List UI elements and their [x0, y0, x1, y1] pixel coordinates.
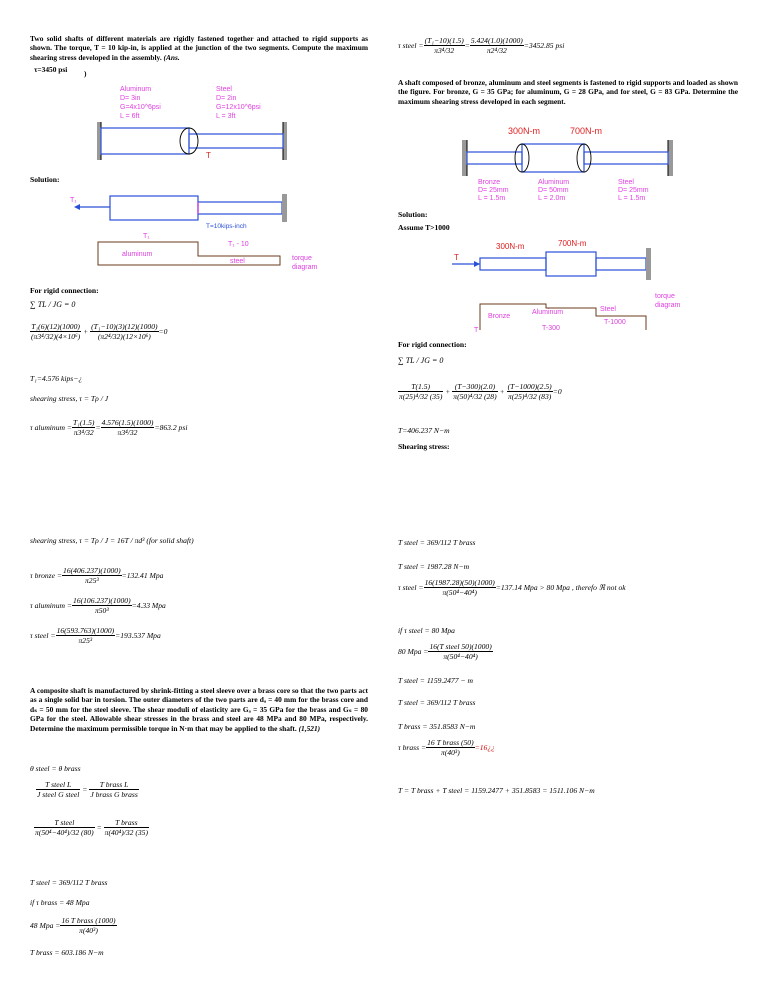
svg-text:Steel: Steel	[600, 306, 616, 313]
problem1-steel-eq: τ steel = (T₁−10)(1.5)π3⁴/32 = 5.424(1.0…	[398, 36, 565, 55]
svg-text:L = 2.0m: L = 2.0m	[538, 195, 565, 202]
svg-text:L = 1.5m: L = 1.5m	[618, 195, 645, 202]
problem3-if-brass: if τ brass = 48 Mpa	[30, 898, 90, 907]
problem3-tsteel: T steel = 369/112 T brass	[30, 878, 108, 887]
problem2-main-eq: T(1.5)π(25)⁴/32 (35) + (T−300)(2.0)π(50)…	[398, 382, 562, 401]
problem3-r-tsteel-val: T steel = 1987.28 N−m	[398, 562, 470, 571]
problem3-tbrass: T brass = 603.186 N−m	[30, 948, 104, 957]
problem1-statement: Two solid shafts of different materials …	[30, 34, 368, 62]
problem3-mpa48-eq: 48 Mpa = 16 T brass (1000)π(40³)	[30, 916, 117, 935]
svg-text:L = 1.5m: L = 1.5m	[478, 195, 505, 202]
problem2-shear-label: Shearing stress:	[398, 442, 450, 451]
fig1-steel-g: G=12x10^6psi	[216, 104, 261, 111]
problem2-figure: 300N-m 700N-m Bronze D= 25mm L = 1.5m Al…	[462, 126, 673, 202]
problem1-aluminum-eq: τ aluminum = T₁(1.5)π3⁴/32 = 4.576(1.5)(…	[30, 418, 188, 437]
problem3-r-tsteel: T steel = 369/112 T brass	[398, 538, 476, 547]
problem3-statement: A composite shaft is manufactured by shr…	[30, 686, 368, 733]
problem1-answer-close: )	[84, 69, 87, 78]
problem2-fbd: 300N-m 700N-m T torque diagram Bronze Al…	[452, 239, 680, 334]
fig1-aluminum-l: L = 6ft	[120, 113, 139, 120]
problem2-steel-eq: τ steel = 16(593.763)(1000)π25³ =193.537…	[30, 626, 161, 645]
problem1-figure: Aluminum D= 3in G=4x10^6psi L = 6ft Stee…	[97, 86, 287, 160]
svg-text:D= 50mm: D= 50mm	[538, 187, 569, 194]
fig2-bronze-shaft	[466, 151, 523, 165]
svg-text:Bronze: Bronze	[478, 179, 500, 186]
fig1-aluminum-label: Aluminum	[120, 86, 151, 93]
svg-text:Bronze: Bronze	[488, 313, 510, 320]
svg-text:D= 25mm: D= 25mm	[618, 187, 649, 194]
svg-text:D= 25mm: D= 25mm	[478, 187, 509, 194]
fbd1-diagram-2: diagram	[292, 264, 317, 271]
fig2-aluminum-shaft	[521, 143, 585, 173]
problem3-tbrass-val: T brass = 351.8583 N−m	[398, 722, 476, 731]
problem2-rigid-label: For rigid connection:	[398, 340, 467, 349]
fbd1-t1-minus: T₁ - 10	[228, 241, 249, 248]
problem2-aluminum-eq: τ aluminum = 16(106.237)(1000)π50³ =4.33…	[30, 596, 166, 615]
fig2-t300: 300N-m	[508, 126, 540, 136]
fig1-right-wall	[283, 122, 287, 160]
problem1-sum-eq: ∑ TL / JG = 0	[30, 300, 76, 309]
problem1-solution-label: Solution:	[30, 175, 60, 184]
problem2-t-result: T=406.237 N−m	[398, 426, 450, 435]
fig1-steel-label: Steel	[216, 86, 232, 93]
problem3-r-tau-eq: τ steel = 16(1987.28)(50)(1000)π(50⁴−40⁴…	[398, 578, 626, 597]
problem3-total: T = T brass + T steel = 1159.2477 + 351.…	[398, 786, 595, 795]
svg-text:T: T	[474, 327, 479, 334]
problem2-bronze-eq: τ bronze = 16(406.237)(1000)π25³ =132.41…	[30, 566, 164, 585]
svg-text:torque: torque	[655, 293, 675, 300]
fbd1-diagram-1: torque	[292, 255, 312, 262]
problem1-rigid-label: For rigid connection:	[30, 286, 99, 295]
fbd1-t1: T₁	[70, 197, 77, 204]
fig1-aluminum-d: D= 3in	[120, 95, 141, 102]
fig1-steel-l: L = 3ft	[216, 113, 235, 120]
fig2-t700: 700N-m	[570, 126, 602, 136]
svg-text:T-1000: T-1000	[604, 319, 626, 326]
problem3-tsteel-ratio: T steel = 369/112 T brass	[398, 698, 476, 707]
problem1-fbd: T₁ T=10kips-inch T₁ T₁ - 10 aluminum ste…	[70, 194, 317, 271]
svg-text:700N-m: 700N-m	[558, 239, 587, 248]
problem3-theta: θ steel = θ brass	[30, 764, 81, 773]
svg-text:Aluminum: Aluminum	[538, 179, 569, 186]
fig1-torque-arrow	[179, 127, 199, 155]
svg-text:T-300: T-300	[542, 325, 560, 332]
problem3-if-steel: if τ steel = 80 Mpa	[398, 626, 455, 635]
fig1-left-wall	[97, 122, 101, 160]
problem2-assume: Assume T>1000	[398, 223, 450, 232]
problem2-statement: A shaft composed of bronze, aluminum and…	[398, 78, 738, 106]
fbd1-applied: T=10kips-inch	[206, 223, 247, 230]
problem1-answer: τ=3450 psi	[34, 65, 68, 74]
problem2-shear-formula: shearing stress, τ = Tρ / J = 16T / πd³ …	[30, 536, 194, 545]
fig1-aluminum-g: G=4x10^6psi	[120, 104, 161, 111]
fbd1-t1-below: T₁	[143, 233, 150, 240]
fig1-aluminum-shaft	[100, 127, 190, 155]
problem1-t1-result: T₁=4.576 kips−¿	[30, 374, 83, 383]
fig1-torque-label: T	[206, 151, 211, 160]
problem3-tsteel-val: T steel = 1159.2477 − m	[398, 676, 473, 685]
svg-text:T: T	[454, 253, 459, 262]
problem3-mpa80-eq: 80 Mpa = 16(T steel 50)(1000)π(50⁴−40⁴)	[398, 642, 493, 661]
fbd1-steel-label: steel	[230, 258, 245, 265]
problem2-sum-eq: ∑ TL / JG = 0	[398, 356, 444, 365]
problem1-main-eq: T₁(6)(12)(1000)(π3⁴/32)(4×10⁶) + (T₁−10)…	[30, 322, 168, 341]
problem1-shear-formula: shearing stress, τ = Tρ / J	[30, 394, 109, 403]
svg-text:Aluminum: Aluminum	[532, 309, 563, 316]
fbd1-wall	[282, 194, 287, 222]
problem2-solution-label: Solution:	[398, 210, 428, 219]
svg-text:Steel: Steel	[618, 179, 634, 186]
fig2-steel-shaft	[583, 151, 669, 165]
fig1-steel-d: D= 2in	[216, 95, 237, 102]
svg-text:300N-m: 300N-m	[496, 242, 525, 251]
fig1-steel-shaft	[188, 133, 284, 149]
svg-text:diagram: diagram	[655, 302, 680, 309]
problem3-tau-brass-eq: τ brass = 16 T brass (50)π(40³) =16¿¿	[398, 738, 495, 757]
fbd1-aluminum-label: aluminum	[122, 251, 153, 258]
